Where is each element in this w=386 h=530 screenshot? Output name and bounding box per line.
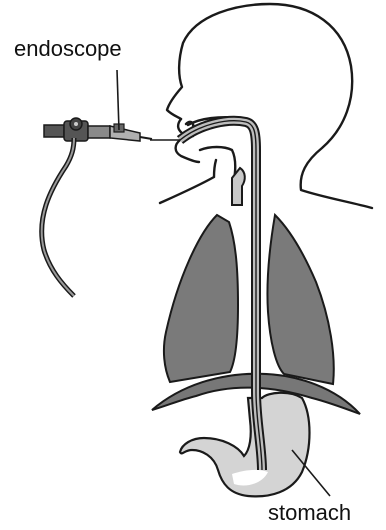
left-lung: [164, 215, 238, 382]
endoscope-leader-line: [117, 70, 119, 130]
stomach-label: stomach: [268, 500, 351, 525]
right-lung: [267, 215, 333, 384]
head-silhouette: [160, 4, 372, 208]
endoscope-icon: [44, 118, 152, 141]
endoscope-label: endoscope: [14, 36, 122, 61]
endoscope-cable-inner: [42, 138, 74, 296]
